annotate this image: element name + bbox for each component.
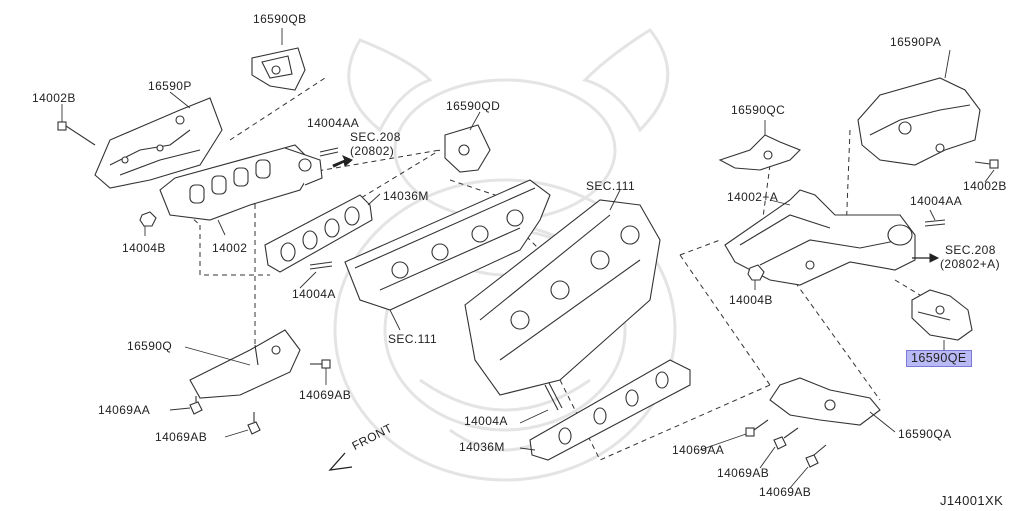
label-16590qa[interactable]: 16590QA [898, 427, 952, 441]
label-14069ab-right1[interactable]: 14069AB [717, 466, 770, 480]
cylinder-head-left [344, 179, 551, 311]
bolt-14069aa-left [189, 396, 203, 415]
label-16590p[interactable]: 16590P [148, 79, 192, 93]
bolt-14069aa-right [745, 419, 769, 437]
label-14069ab-left[interactable]: 14069AB [155, 430, 208, 444]
stud-14004aa-right [924, 219, 946, 227]
label-14002b-right[interactable]: 14002B [963, 179, 1007, 193]
label-16590qe-highlighted[interactable]: 16590QE [906, 350, 972, 367]
stud-14004aa-left [319, 147, 339, 157]
label-14069aa-right[interactable]: 14069AA [672, 443, 725, 457]
bolt-14002b-right [974, 159, 999, 169]
label-14004aa-right[interactable]: 14004AA [910, 194, 963, 208]
exhaust-manifold-14002-plus-a [724, 189, 916, 286]
heat-shield-16590p [94, 97, 223, 189]
bolt-14069ab-right2 [805, 444, 827, 468]
label-sec208-right[interactable]: SEC.208 [945, 243, 996, 257]
label-14004a-bottom[interactable]: 14004A [464, 414, 508, 428]
label-14002[interactable]: 14002 [212, 241, 248, 255]
gasket-14036m-bottom [529, 359, 691, 461]
label-16590qc[interactable]: 16590QC [731, 103, 786, 117]
label-14004b-left[interactable]: 14004B [122, 241, 166, 255]
label-16590qb[interactable]: 16590QB [253, 12, 307, 26]
bolt-14069ab-right1 [773, 427, 799, 450]
heat-shield-16590qa [769, 377, 881, 426]
bolt-14002b-left [57, 121, 96, 146]
label-14004b-right[interactable]: 14004B [729, 293, 773, 307]
gasket-14036m-top [264, 194, 373, 273]
label-14002b-left[interactable]: 14002B [32, 91, 76, 105]
bolt-14069ab-mid [310, 359, 331, 369]
label-sec208-left[interactable]: SEC.208 [350, 130, 401, 144]
nut-14004b-right [747, 264, 765, 281]
heat-shield-16590qc [718, 134, 801, 171]
label-14036m-top[interactable]: 14036M [383, 189, 429, 203]
label-14002-plus-a[interactable]: 14002+A [727, 190, 779, 204]
label-14069ab-right2[interactable]: 14069AB [759, 485, 812, 499]
heat-shield-16590qe [911, 289, 973, 341]
heat-shield-16590qb [251, 47, 306, 91]
heat-shield-16590pa [857, 77, 981, 166]
diagram-id: J14001XK [940, 493, 1004, 508]
label-sec208-left-ref: (20802) [350, 144, 395, 158]
label-14036m-bottom[interactable]: 14036M [459, 440, 505, 454]
label-16590pa[interactable]: 16590PA [890, 35, 942, 49]
label-14069ab-mid[interactable]: 14069AB [299, 388, 352, 402]
stud-14004a-bottom [544, 382, 563, 411]
label-leaders [61, 28, 995, 489]
arrows [328, 154, 940, 471]
label-14004a-top[interactable]: 14004A [292, 287, 336, 301]
exhaust-manifold-14002 [159, 144, 323, 221]
label-sec111-center[interactable]: SEC.111 [586, 179, 636, 193]
part-shapes [57, 47, 999, 468]
label-sec208-right-ref: (20802+A) [940, 257, 1000, 271]
nut-14004b-left [139, 211, 157, 227]
label-16590qd[interactable]: 16590QD [446, 99, 501, 113]
label-14004aa-left[interactable]: 14004AA [307, 116, 360, 130]
label-16590q[interactable]: 16590Q [127, 339, 173, 353]
bolt-14069ab-left [247, 412, 261, 435]
label-14069aa-left[interactable]: 14069AA [98, 403, 151, 417]
stud-14004a-top [309, 261, 333, 270]
label-sec111-left[interactable]: SEC.111 [388, 332, 438, 346]
heat-shield-16590qd [444, 124, 491, 173]
cylinder-head-center [464, 199, 661, 396]
